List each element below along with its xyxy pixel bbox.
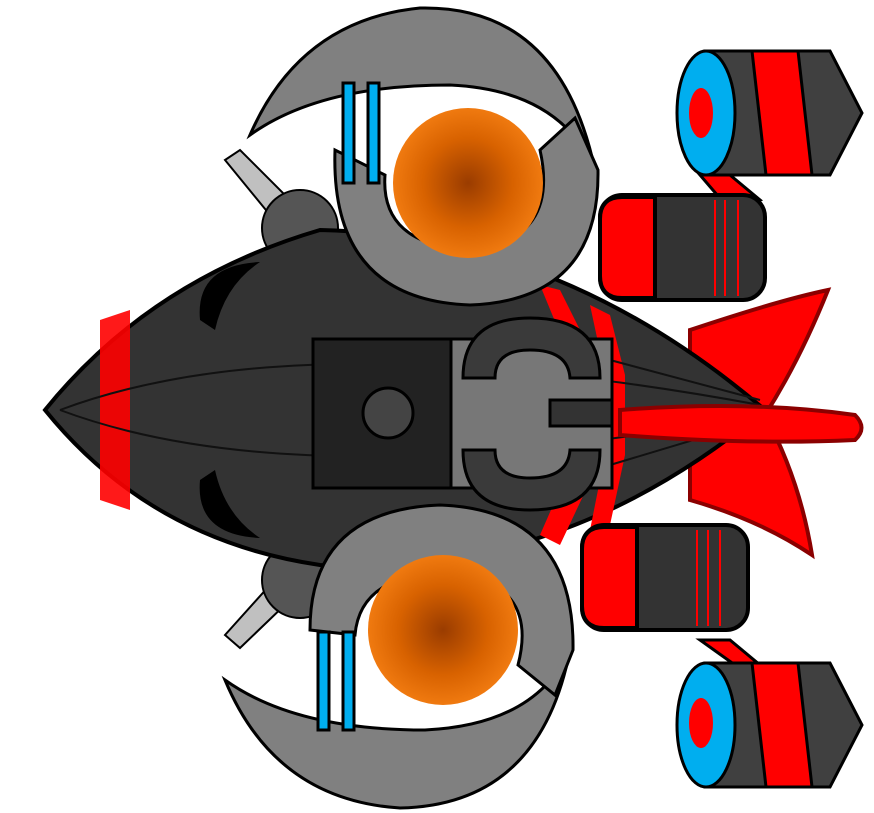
cockpit-hatch <box>361 386 415 440</box>
bottom-claw <box>221 503 575 810</box>
top-clamp <box>461 316 602 380</box>
cockpit-module <box>311 316 614 512</box>
bottom-thruster <box>675 661 864 789</box>
laser-beams <box>4 339 342 488</box>
tail-spike <box>618 404 864 444</box>
bottom-clamp <box>461 448 602 512</box>
top-energy-core <box>393 108 543 258</box>
top-claw <box>246 6 600 307</box>
top-thruster <box>675 49 864 177</box>
top-side-pod <box>598 193 767 302</box>
bottom-energy-core <box>368 555 518 705</box>
bottom-side-pod <box>580 523 750 632</box>
top-intake <box>199 262 260 330</box>
